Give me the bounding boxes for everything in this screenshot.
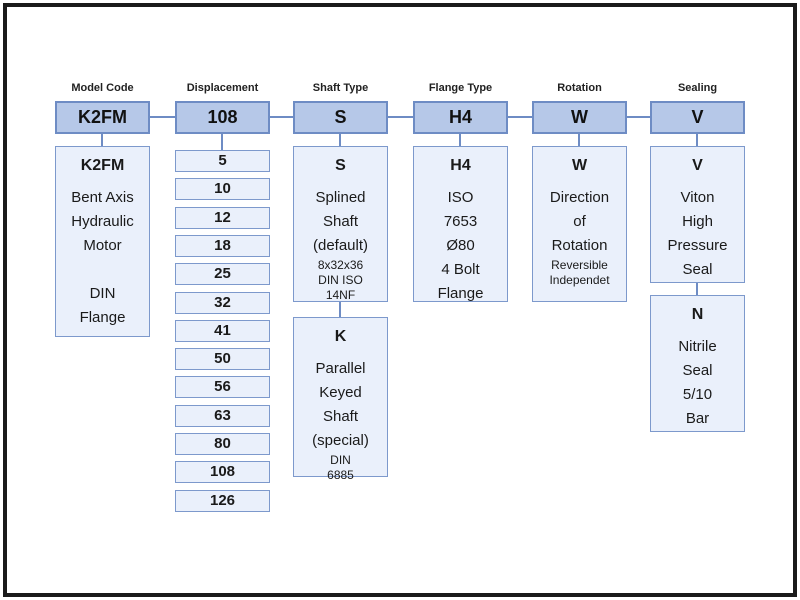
detail-box-flange: H4 ISO 7653 Ø80 4 Bolt Flange [413,146,508,302]
detail-title: H4 [450,157,471,174]
option-box-displacement: 5 [175,150,270,172]
detail-title: V [692,157,703,174]
header-box-model-code: K2FM [55,101,150,134]
column-label-rotation: Rotation [557,82,602,94]
detail-box-shaft-splined: S Splined Shaft (default) 8x32x36 DIN IS… [293,146,388,302]
connector-line [459,134,461,146]
detail-box-shaft-keyed: K Parallel Keyed Shaft (special) DIN 688… [293,317,388,482]
connector-line [627,116,650,118]
connector-line [221,134,223,150]
detail-box-rotation: W Direction of Rotation Reversible Indep… [532,146,627,302]
connector-line [696,283,698,295]
option-box-displacement: 10 [175,178,270,200]
detail-body: Direction of Rotation [549,189,610,254]
connector-line [696,134,698,146]
column-label-shaft-type: Shaft Type [312,82,369,94]
detail-title: N [691,306,704,323]
detail-body: Splined Shaft (default) [312,189,369,254]
option-box-displacement: 12 [175,207,270,229]
detail-box-model-code: K2FM Bent Axis Hydraulic Motor DIN Flang… [55,146,150,337]
column-label-flange-type: Flange Type [428,82,493,94]
detail-body: Viton High Pressure Seal [667,189,728,278]
connector-line [339,302,341,317]
option-box-displacement: 50 [175,348,270,370]
option-box-displacement: 126 [175,490,270,512]
option-box-displacement: 25 [175,263,270,285]
connector-line [339,134,341,146]
header-box-flange-type: H4 [413,101,508,134]
header-box-rotation: W [532,101,627,134]
header-box-shaft-type: S [293,101,388,134]
option-box-displacement: 63 [175,405,270,427]
detail-title: K2FM [80,157,125,174]
connector-line [101,134,103,146]
detail-body: Nitrile Seal 5/10 Bar [678,338,717,427]
option-box-displacement: 32 [175,292,270,314]
connector-line [508,116,532,118]
detail-body: ISO 7653 Ø80 4 Bolt Flange [437,189,484,302]
column-label-model-code: Model Code [71,82,134,94]
detail-note: Reversible Independet [549,258,610,287]
connector-line [388,116,413,118]
option-box-displacement: 18 [175,235,270,257]
detail-box-seal-nitrile: N Nitrile Seal 5/10 Bar [650,295,745,432]
connector-line [270,116,293,118]
column-label-displacement: Displacement [186,82,259,94]
option-box-displacement: 108 [175,461,270,483]
connector-line [150,116,175,118]
detail-title: K [334,328,347,345]
connector-line [578,134,580,146]
header-box-sealing: V [650,101,745,134]
detail-title: S [335,157,346,174]
detail-box-seal-viton: V Viton High Pressure Seal [650,146,745,283]
detail-body: Parallel Keyed Shaft (special) [312,360,369,449]
option-box-displacement: 41 [175,320,270,342]
detail-note: 8x32x36 DIN ISO 14NF [317,258,364,302]
detail-note: DIN 6885 [327,453,354,482]
column-label-sealing: Sealing [677,82,718,94]
detail-body: Bent Axis Hydraulic Motor DIN Flange [71,189,134,326]
detail-title: W [571,157,588,174]
header-box-displacement: 108 [175,101,270,134]
option-box-displacement: 56 [175,376,270,398]
option-box-displacement: 80 [175,433,270,455]
